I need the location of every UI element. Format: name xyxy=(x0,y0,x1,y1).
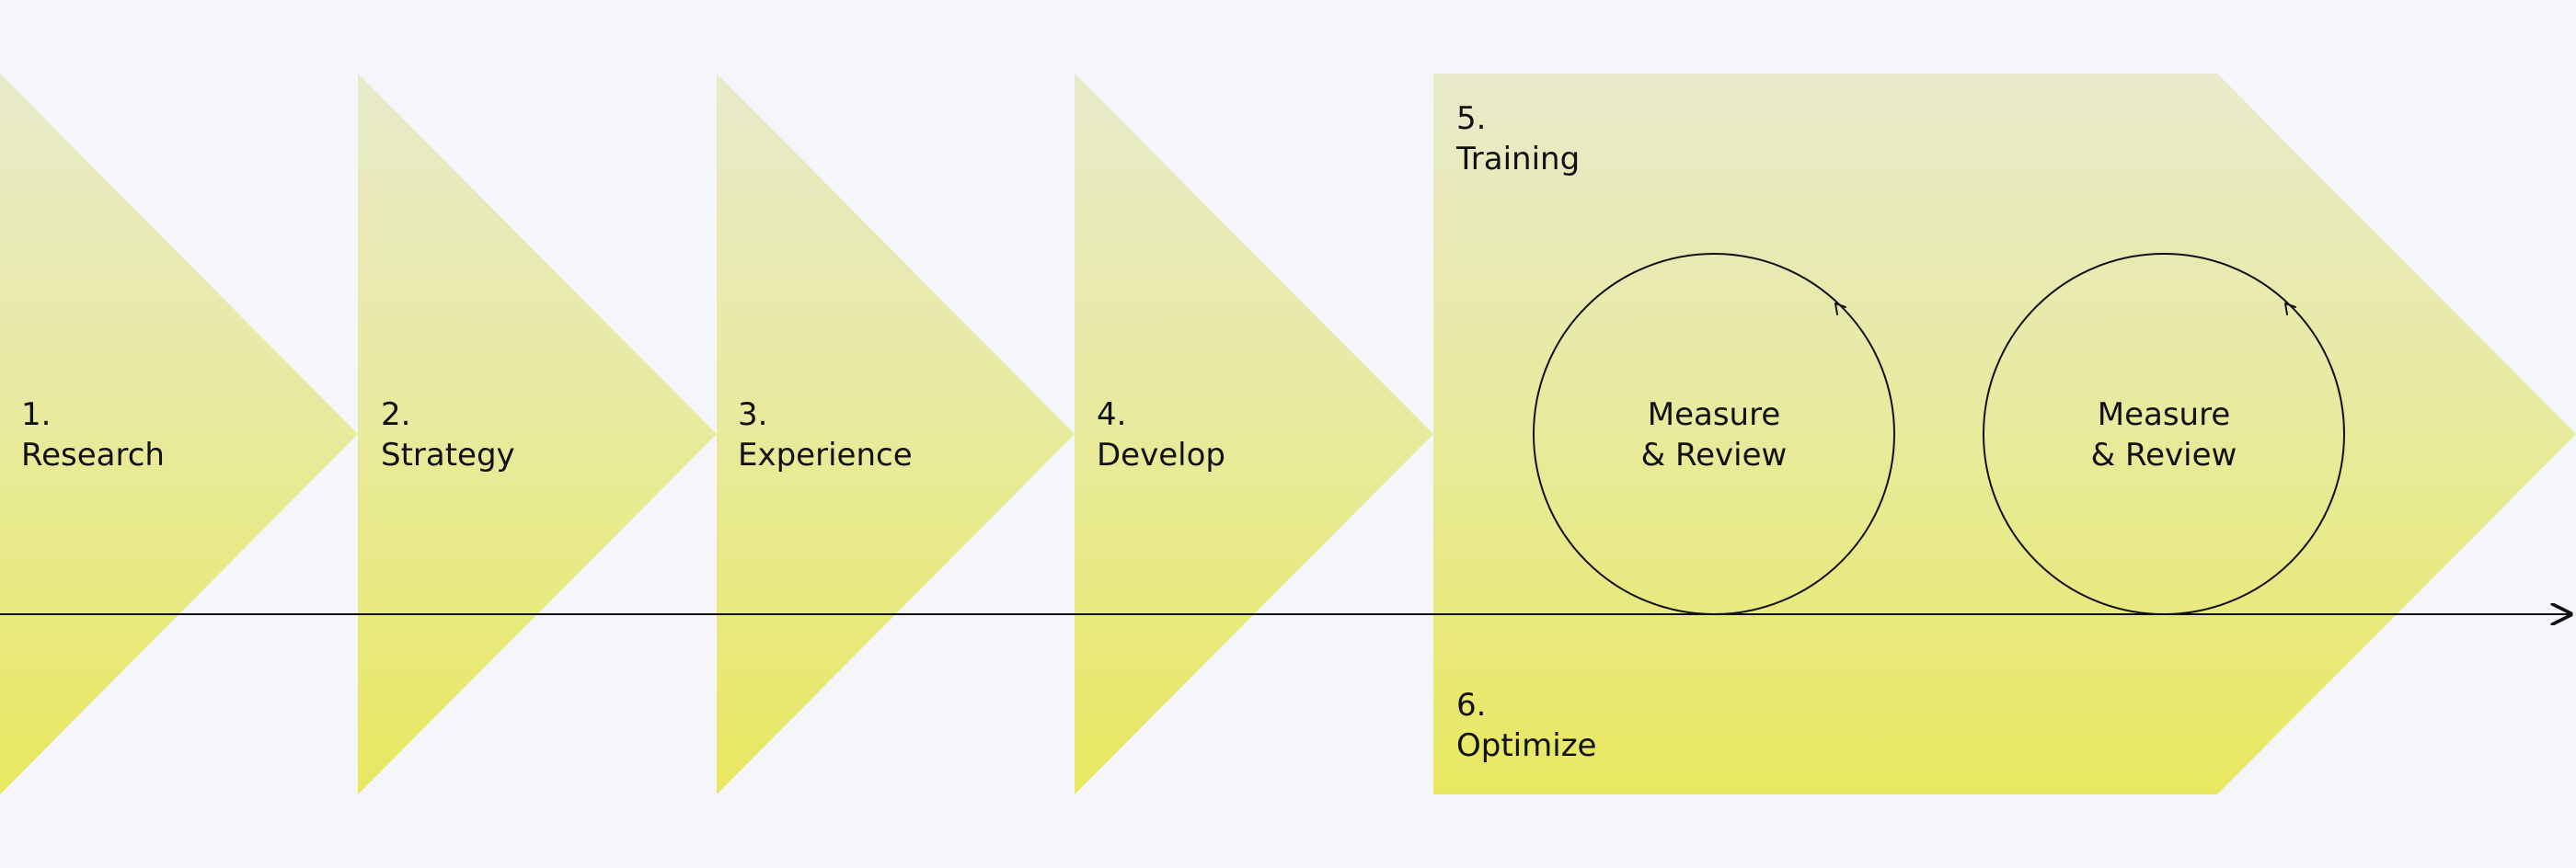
svg-text:& Review: & Review xyxy=(2091,437,2237,474)
step-experience: 3. Experience xyxy=(738,396,913,474)
step-number: 6. xyxy=(1456,687,1486,724)
step-label: Strategy xyxy=(381,437,515,474)
step-develop: 4. Develop xyxy=(1097,396,1225,474)
step-number: 1. xyxy=(21,396,51,433)
svg-text:& Review: & Review xyxy=(1641,437,1788,474)
cycle-label-line2: & Review xyxy=(1641,437,1788,474)
cycle-circle xyxy=(1983,253,2345,615)
cycle-label-line1: Measure xyxy=(2098,396,2231,433)
stage-shape-strategy xyxy=(358,74,717,794)
svg-text:Measure: Measure xyxy=(1648,396,1781,433)
stage-shape-experience xyxy=(717,74,1075,794)
step-optimize: 6. Optimize xyxy=(1456,687,1596,764)
step-number: 3. xyxy=(738,396,767,433)
step-label: Develop xyxy=(1097,437,1225,474)
step-number: 4. xyxy=(1097,396,1126,433)
stage-shape-training-optimize xyxy=(1433,74,2576,794)
cycle-measure-review-1: Measure & Review xyxy=(1533,253,1895,615)
step-label: Optimize xyxy=(1456,727,1596,764)
cycle-circle xyxy=(1533,253,1895,615)
cycle-label-line2: & Review xyxy=(2091,437,2237,474)
step-research: 1. Research xyxy=(21,396,165,474)
cycle-measure-review-2: Measure & Review xyxy=(1983,253,2345,615)
step-strategy: 2. Strategy xyxy=(381,396,515,474)
cycle-label-line1: Measure xyxy=(1648,396,1781,433)
step-number: 2. xyxy=(381,396,410,433)
stage-shape-develop xyxy=(1075,74,1433,794)
cycle-arrow-icon xyxy=(2284,303,2296,315)
step-number: 5. xyxy=(1456,100,1486,137)
step-label: Research xyxy=(21,437,165,474)
step-training: 5. Training xyxy=(1455,100,1580,177)
cycle-arrow-icon xyxy=(1834,303,1846,315)
step-label: Training xyxy=(1455,141,1580,177)
stage-shape-research xyxy=(0,74,358,794)
svg-text:Measure: Measure xyxy=(2098,396,2231,433)
step-label: Experience xyxy=(738,437,913,474)
